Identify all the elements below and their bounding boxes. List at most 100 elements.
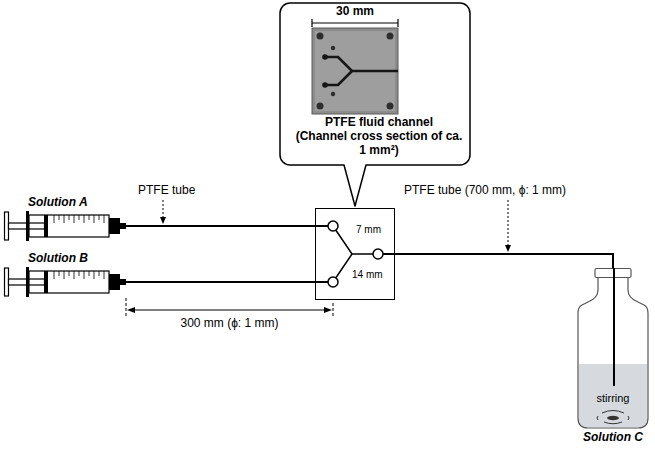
stirrer-icon — [602, 411, 624, 414]
syringe-body — [5, 267, 127, 297]
syringe-body — [99, 271, 100, 276]
syringe-body — [84, 215, 85, 223]
leader-arrow — [508, 200, 509, 246]
syringe-body — [89, 271, 90, 276]
ptfe-tube — [126, 281, 315, 283]
chip-channel — [383, 253, 395, 255]
syringe-body — [84, 271, 85, 279]
length-dimension — [324, 307, 332, 313]
syringe-body — [104, 271, 105, 279]
tube-label: PTFE tube (700 mm, ϕ: 1 mm) — [404, 184, 566, 198]
syringe-body — [94, 215, 95, 223]
collection-bottle: stirringSolution C — [574, 268, 652, 449]
collection-bottle-shape — [574, 268, 652, 449]
label-text: PTFE tube — [138, 184, 195, 198]
stirrer-icon — [597, 411, 629, 424]
syringe-body — [120, 279, 126, 285]
chip-channel — [328, 277, 338, 287]
syringe-body — [89, 215, 90, 220]
syringe-body — [79, 215, 80, 220]
leader-arrow — [160, 200, 166, 224]
text-slot: Solution A — [28, 196, 88, 210]
syringe-body — [64, 215, 65, 223]
chip-photo — [312, 28, 398, 114]
node-text: PTFE fluid channel — [294, 116, 464, 130]
length-dimension — [333, 303, 334, 318]
syringe-body — [44, 271, 48, 293]
width-dimension — [312, 22, 398, 23]
node-title: stirring — [574, 392, 652, 405]
syringe-body — [69, 271, 70, 276]
text-slot: PTFE fluid channel — [294, 116, 464, 130]
syringe-body — [99, 215, 100, 220]
syringe-body — [5, 211, 127, 241]
syringe-body — [26, 211, 29, 241]
syringe-body — [29, 215, 109, 237]
syringe-body — [94, 271, 95, 279]
chip-photo — [317, 103, 324, 110]
label-text: PTFE tube (700 mm, ϕ: 1 mm) — [404, 184, 566, 198]
width-dimension — [397, 19, 398, 27]
tube-end — [613, 268, 615, 386]
chip-channel — [315, 225, 329, 227]
chip-channel — [315, 281, 329, 283]
text-slot: (Channel cross section of ca. 1 mm²) — [294, 130, 464, 158]
node-title: 30 mm — [312, 5, 398, 19]
dimension-label: 300 mm (ϕ: 1 mm) — [126, 317, 333, 331]
syringe-body — [54, 271, 55, 279]
syringe-body — [29, 271, 109, 293]
callout-outline — [280, 3, 470, 206]
syringe-body — [54, 215, 55, 223]
syringe-body — [44, 215, 48, 237]
chip-photo — [317, 33, 324, 40]
text-slot: 14 mm — [352, 269, 383, 281]
ptfe-tube — [126, 225, 315, 227]
node-text: Solution C — [573, 431, 653, 445]
length-dimension — [127, 307, 135, 313]
leader-arrow — [160, 217, 166, 224]
syringe-body — [26, 267, 29, 297]
node-title: Solution A — [28, 196, 88, 210]
syringe-body — [109, 218, 120, 234]
callout-bubble: 30 mm PTFE fluid channel(Channel cross se… — [280, 3, 470, 165]
chip-photo — [331, 46, 335, 50]
ptfe-tube — [395, 254, 613, 268]
node-text: (Channel cross section of ca. 1 mm²) — [294, 130, 464, 158]
syringe-body — [109, 274, 120, 290]
leader-arrow — [505, 200, 511, 252]
syringe-body — [59, 215, 60, 220]
syringe-body — [59, 271, 60, 276]
chip-channel — [315, 221, 395, 287]
leader-arrow — [505, 245, 511, 252]
length-dimension — [126, 298, 127, 318]
chip-photo — [387, 103, 394, 110]
text-slot: 7 mm — [356, 224, 381, 236]
syringe-body — [74, 215, 75, 223]
label-text: 300 mm (ϕ: 1 mm) — [126, 317, 333, 331]
width-dimension — [311, 19, 312, 27]
syringe: Solution A — [4, 196, 126, 240]
node-title: Solution B — [28, 252, 88, 266]
text-slot: 30 mm — [312, 5, 398, 19]
chip-photo — [325, 57, 398, 85]
tube-label: PTFE tube — [138, 184, 195, 198]
node-text: 14 mm — [352, 269, 383, 281]
stirrer-icon — [597, 416, 629, 420]
text-slot: stirring — [574, 392, 652, 405]
leader-arrow — [163, 200, 164, 218]
syringe-body — [74, 271, 75, 279]
syringe-body — [69, 215, 70, 220]
syringe-body — [64, 271, 65, 279]
width-dimension — [312, 19, 398, 27]
chip-photo — [331, 92, 335, 96]
chip-photo — [322, 54, 328, 60]
chip-photo — [322, 82, 328, 88]
syringe-body — [120, 223, 126, 229]
chip-channel — [328, 221, 338, 231]
length-dimension — [126, 298, 333, 318]
syringe-body — [104, 215, 105, 223]
chip-photo — [387, 33, 394, 40]
stirrer-icon — [607, 416, 619, 420]
length-dimension — [130, 310, 329, 311]
